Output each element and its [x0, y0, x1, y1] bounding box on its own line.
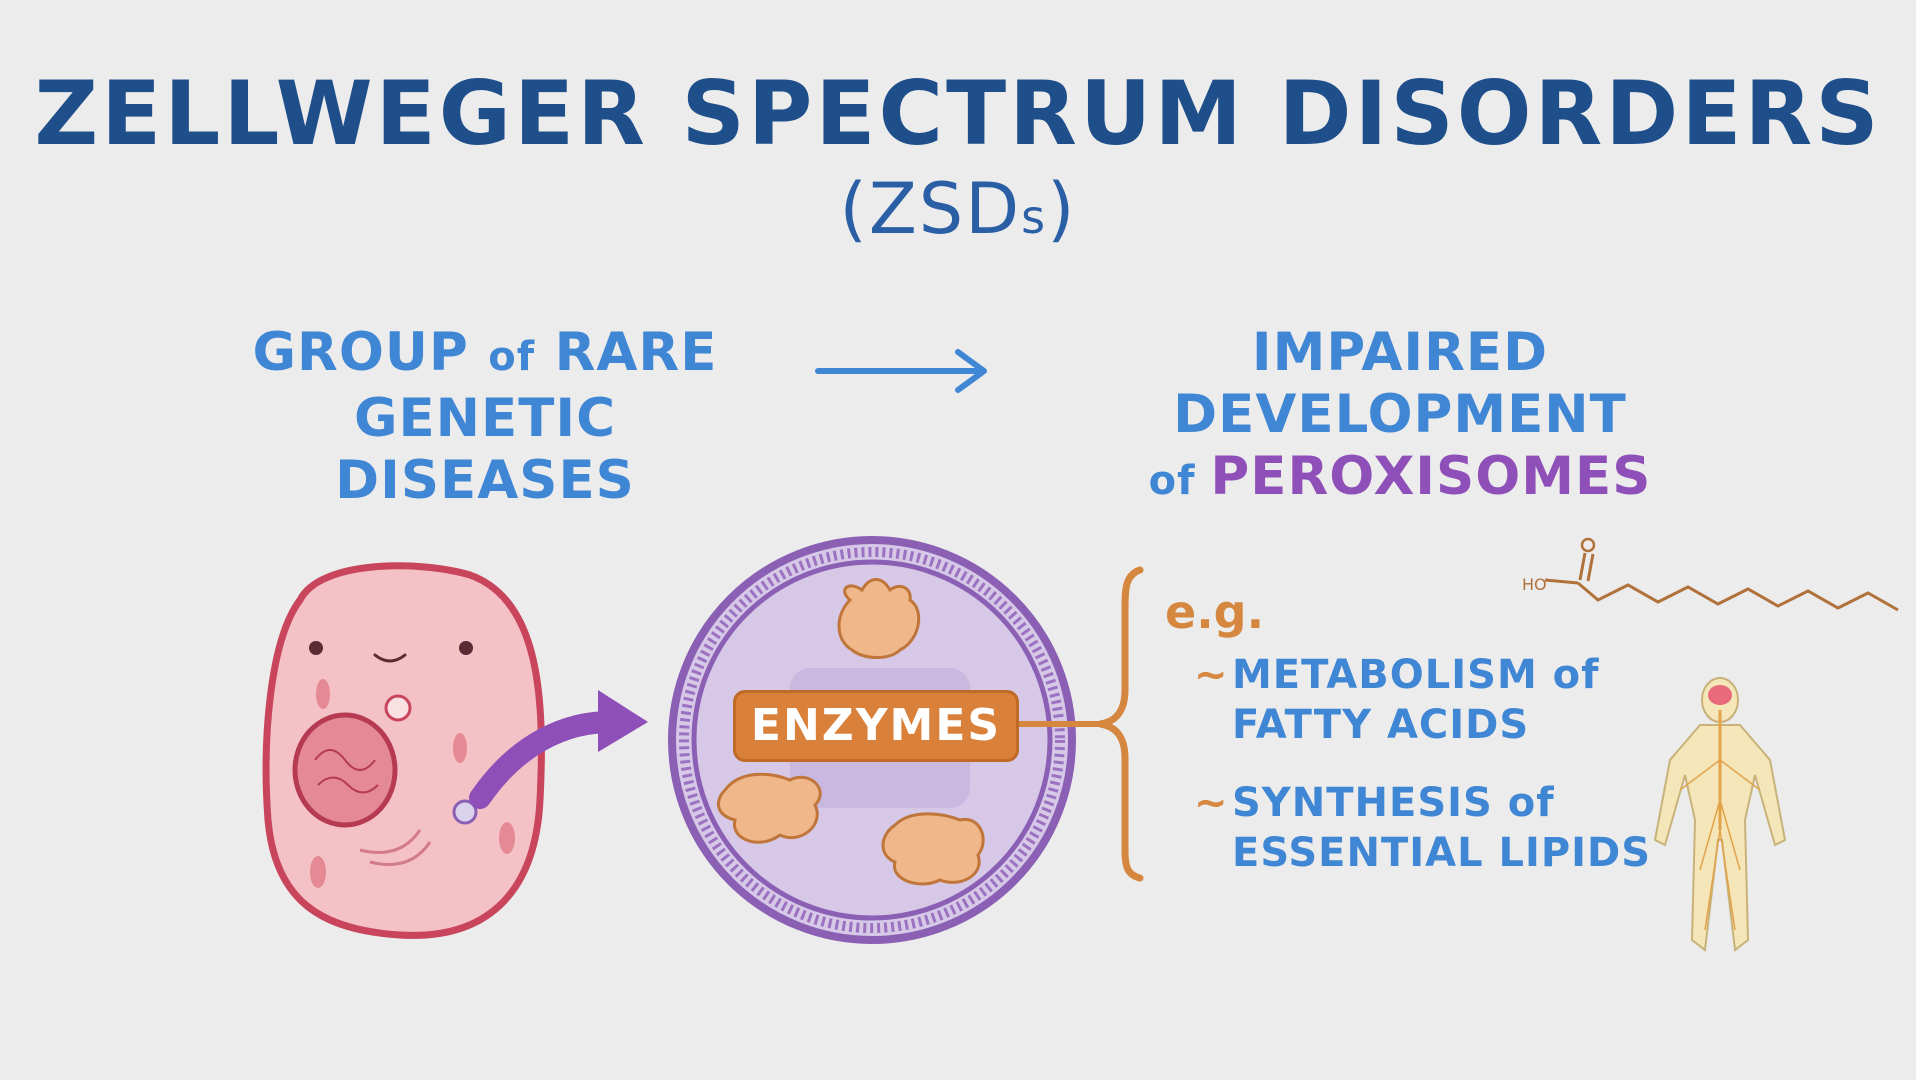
molecule-label: HO	[1522, 575, 1547, 594]
curved-arrow-icon	[469, 690, 648, 809]
enzymes-label: ENZYMES	[733, 690, 1019, 762]
human-nervous-system-icon	[1653, 677, 1787, 952]
examples-intro: e.g.	[1165, 585, 1265, 639]
arrow-right-icon	[815, 349, 987, 393]
example-item: ~ METABOLISM of FATTY ACIDS	[1194, 652, 1600, 748]
brace-icon	[1014, 566, 1144, 882]
cell-illustration	[262, 562, 545, 939]
definition-left: GROUP of RARE GENETIC DISEASES	[252, 322, 718, 511]
page-title: ZELLWEGER SPECTRUM DISORDERS	[34, 62, 1882, 165]
example-item: ~ SYNTHESIS of ESSENTIAL LIPIDS	[1194, 780, 1652, 876]
page-subtitle: (ZSDs)	[839, 168, 1077, 250]
fatty-acid-molecule-icon: HO	[1522, 537, 1899, 612]
definition-right: IMPAIRED DEVELOPMENT of PEROXISOMES	[1148, 322, 1652, 507]
enzyme-icon	[716, 578, 985, 886]
